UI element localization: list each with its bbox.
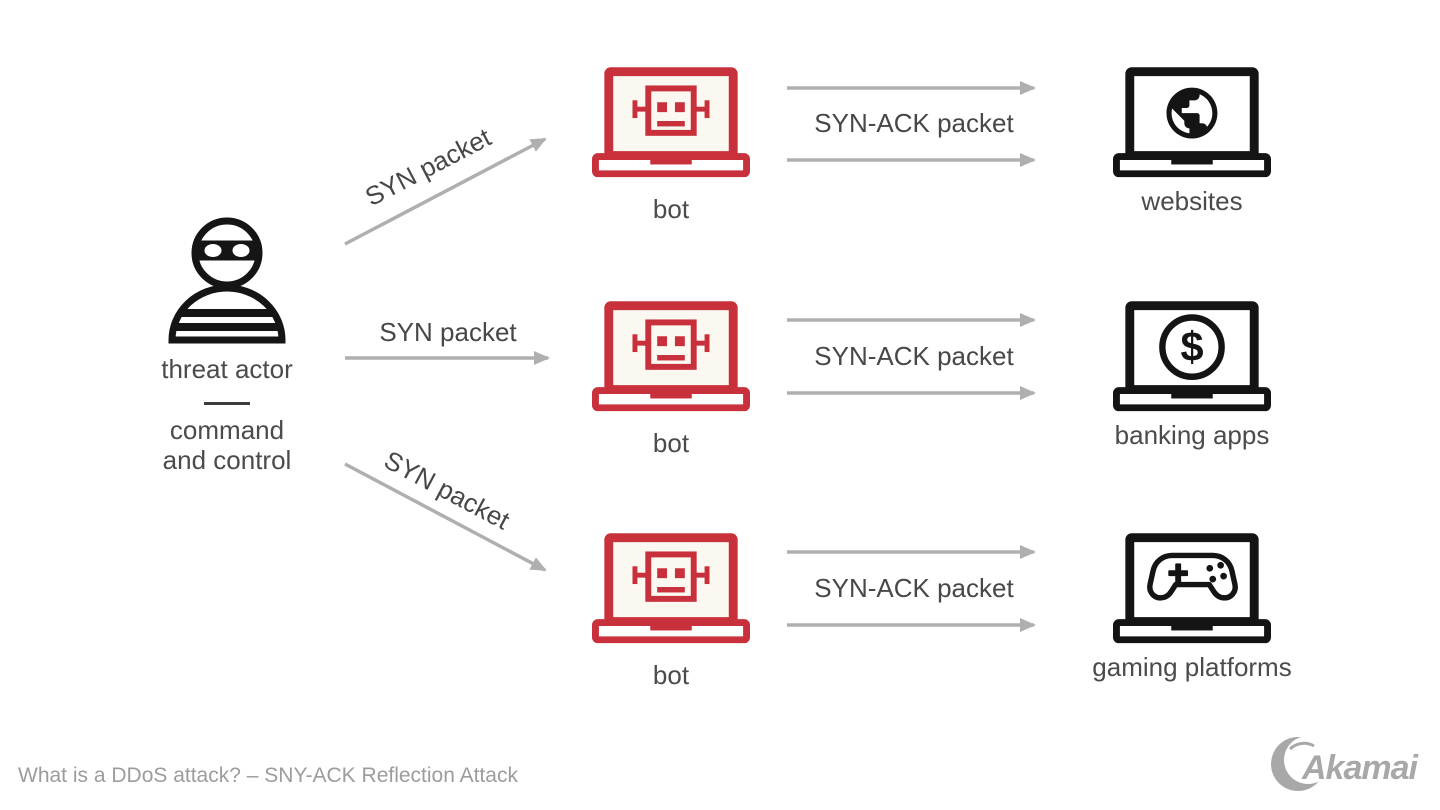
- threat-actor-icon: [168, 217, 286, 344]
- target-label: websites: [1141, 186, 1243, 216]
- dollar-glyph: $: [1180, 323, 1203, 370]
- threat-actor-sublabel-1: command: [169, 415, 285, 445]
- bot-label: bot: [652, 194, 690, 224]
- synack-packet-label-row1: SYN-ACK packet: [814, 108, 1014, 138]
- banking-laptop-icon: $: [1113, 300, 1271, 412]
- footer-caption: What is a DDoS attack? – SNY-ACK Reflect…: [18, 764, 518, 787]
- akamai-swoosh-icon: [1271, 737, 1325, 791]
- bot-laptop-icon: [592, 532, 750, 644]
- threat-actor-caption: threat actor command and control: [97, 354, 357, 475]
- bot-node-2: bot: [592, 300, 750, 458]
- target-node-websites: websites: [1113, 66, 1271, 216]
- target-node-gaming: gaming platforms: [1092, 532, 1292, 682]
- bot-label: bot: [652, 660, 690, 690]
- akamai-logo: Akamai: [1268, 733, 1438, 803]
- syn-packet-label-row2: SYN packet: [379, 317, 517, 347]
- akamai-wordmark: Akamai: [1302, 749, 1418, 787]
- threat-actor-label: threat actor: [161, 354, 293, 384]
- bot-node-1: bot: [592, 66, 750, 224]
- bot-node-3: bot: [592, 532, 750, 690]
- bot-laptop-icon: [592, 66, 750, 178]
- syn-packet-label-row1: SYN packet: [360, 122, 496, 213]
- target-node-banking: $ banking apps: [1113, 300, 1271, 450]
- syn-packet-label-row3: SYN packet: [379, 444, 515, 536]
- gaming-laptop-icon: [1113, 532, 1271, 644]
- bot-laptop-icon: [592, 300, 750, 412]
- bot-label: bot: [652, 428, 690, 458]
- target-label: gaming platforms: [1092, 652, 1292, 682]
- threat-actor-sublabel-2: and control: [162, 445, 292, 475]
- synack-packet-label-row3: SYN-ACK packet: [814, 573, 1014, 603]
- threat-actor-divider: [204, 402, 250, 405]
- target-label: banking apps: [1114, 420, 1270, 450]
- websites-laptop-icon: [1113, 66, 1271, 178]
- synack-packet-label-row2: SYN-ACK packet: [814, 341, 1014, 371]
